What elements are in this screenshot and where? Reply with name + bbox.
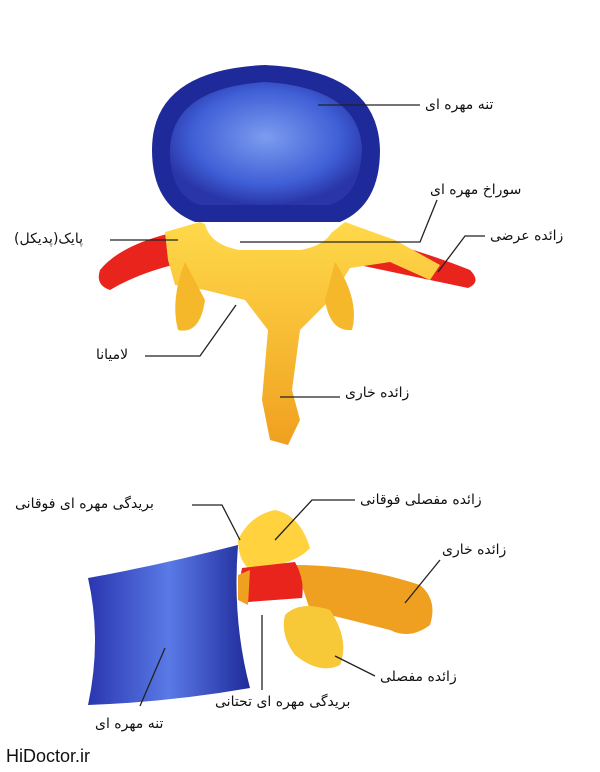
- leader-lines: [110, 104, 485, 707]
- label-lamina: لامیانا: [96, 347, 129, 363]
- label-spinous-process-side: زائده خاری: [442, 542, 507, 558]
- vertebral-foramen: [205, 224, 335, 250]
- label-superior-vertebral-notch: بریدگی مهره ای فوقانی: [15, 496, 154, 512]
- label-transverse-process: زائده عرضی: [490, 228, 564, 244]
- label-superior-articular-process: زائده مفصلی فوقانی: [360, 492, 482, 508]
- side-vertebra: [88, 510, 433, 705]
- vertebral-arch: [165, 222, 440, 445]
- label-vertebral-body-side: تنه مهره ای: [95, 716, 164, 732]
- superior-articular-process: [238, 510, 310, 570]
- watermark: HiDoctor.ir: [6, 746, 91, 766]
- label-inferior-vertebral-notch: بریدگی مهره ای تحتانی: [215, 694, 351, 710]
- label-spinous-process: زائده خاری: [345, 385, 410, 401]
- pedicle-orange: [238, 570, 250, 605]
- lamina-right: [325, 262, 354, 331]
- spinous-process-side: [295, 565, 433, 634]
- vertebral-body-inner: [170, 82, 362, 205]
- top-vertebra: [98, 65, 476, 445]
- vertebral-body-side: [88, 545, 250, 705]
- label-articular-process: زائده مفصلی: [380, 669, 457, 685]
- label-vertebral-body: تنه مهره ای: [425, 97, 494, 113]
- transverse-process-left: [98, 232, 185, 290]
- lamina-left: [175, 262, 205, 331]
- inferior-articular-process: [283, 606, 344, 669]
- pedicle-side: [240, 562, 303, 602]
- label-pedicle: پایک(پدیکل): [14, 231, 83, 247]
- label-vertebral-foramen: سوراخ مهره ای: [430, 182, 522, 198]
